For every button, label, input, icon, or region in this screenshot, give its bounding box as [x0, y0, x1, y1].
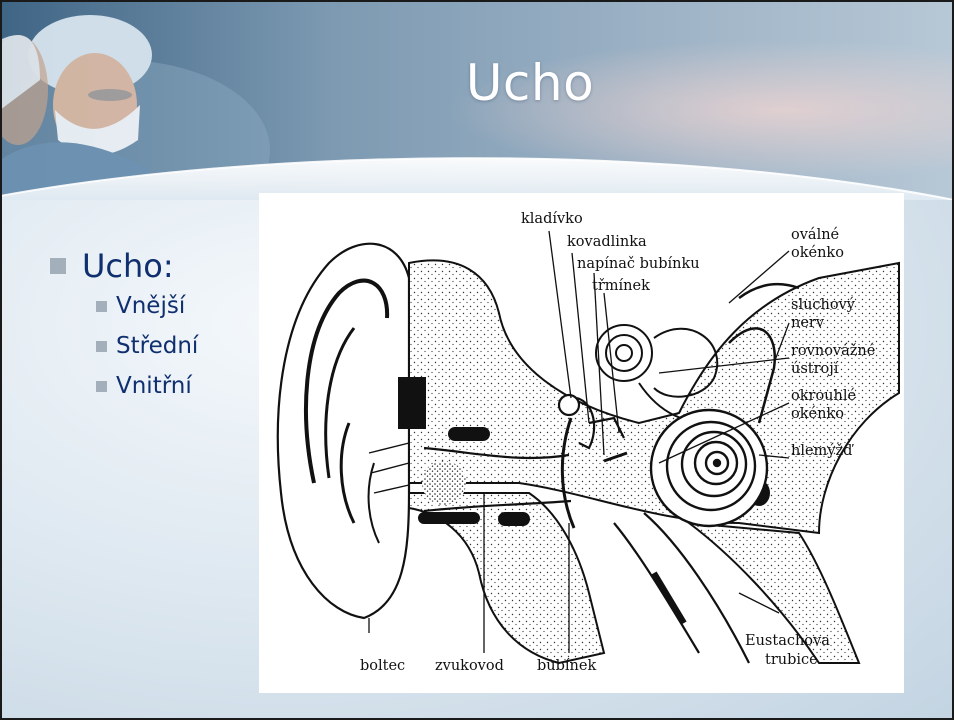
bullet-marker-icon [96, 301, 107, 312]
label-ovalne-okenko-2: okénko [791, 245, 844, 261]
bullet-item-text: Střední [116, 326, 198, 366]
bullet-item-text: Vnitřní [116, 366, 192, 406]
label-ovalne-okenko-1: oválné [791, 227, 839, 243]
label-rovnovazne-ustroji-2: ústrojí [791, 361, 839, 377]
label-rovnovazne-ustroji-1: rovnovážné [791, 343, 875, 359]
bullet-list: Ucho: Vnější Střední Vnitřní [50, 246, 198, 406]
bullet-item-text: Vnější [116, 286, 185, 326]
label-eustachova-trubice-2: trubice [765, 652, 818, 668]
bullet-marker-icon [96, 381, 107, 392]
bullet-item-vnitrni: Vnitřní [96, 366, 198, 406]
label-sluchovy-nerv-2: nerv [791, 315, 825, 331]
bullet-item-vnejsi: Vnější [96, 286, 198, 326]
auricle [278, 244, 409, 618]
label-hlemyzd: hlemýžď [791, 442, 854, 459]
label-eustachova-trubice-1: Eustachova [745, 633, 830, 649]
bullet-marker-icon [96, 341, 107, 352]
cochlea [651, 410, 767, 526]
label-okrouhle-okenko-2: okénko [791, 406, 844, 422]
label-kovadlinka: kovadlinka [567, 234, 647, 250]
ear-diagram: kladívko kovadlinka napínač bubínku třmí… [259, 193, 904, 693]
label-bubinek: bubínek [537, 658, 596, 674]
ear-diagram-svg: kladívko kovadlinka napínač bubínku třmí… [259, 193, 904, 693]
bullet-heading: Ucho: [50, 246, 198, 286]
bullet-marker-icon [50, 258, 66, 274]
label-zvukovod: zvukovod [435, 658, 504, 674]
slide-title: Ucho [380, 54, 680, 112]
bullet-heading-text: Ucho: [82, 246, 174, 286]
label-kladivko: kladívko [521, 211, 583, 227]
label-trminek: třmínek [592, 278, 650, 294]
label-boltec: boltec [360, 658, 405, 674]
label-sluchovy-nerv-1: sluchový [791, 296, 856, 313]
bullet-item-stredni: Střední [96, 326, 198, 366]
label-napinac-bubinku: napínač bubínku [577, 256, 700, 272]
label-okrouhle-okenko-1: okrouhlé [791, 388, 856, 404]
